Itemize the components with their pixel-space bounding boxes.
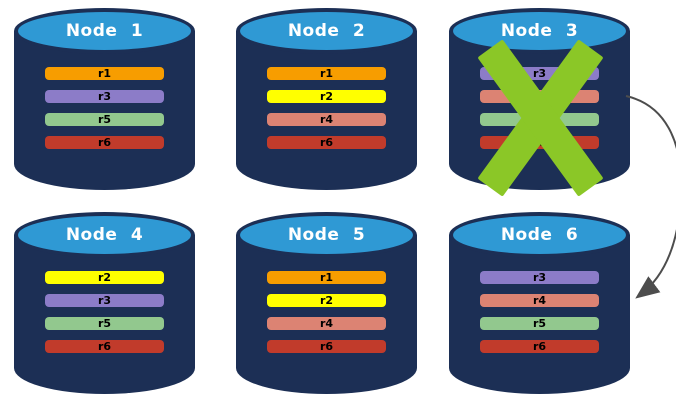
cylinder-body — [236, 31, 417, 190]
cylinder-body — [236, 235, 417, 394]
replica-bar-r1: r1 — [45, 67, 164, 80]
replica-bar-r5: r5 — [480, 113, 599, 126]
replica-list: r1 r3 r5 r6 — [45, 67, 164, 159]
node-title: Node 3 — [500, 21, 579, 41]
cylinder-top: Node 5 — [236, 212, 417, 258]
node-title: Node 4 — [65, 225, 144, 245]
replica-bar-r4: r4 — [480, 90, 599, 103]
node-2: Node 2 r1 r2 r4 r6 — [236, 8, 417, 190]
cylinder-top: Node 6 — [449, 212, 630, 258]
replica-bar-r6: r6 — [480, 340, 599, 353]
node-4: Node 4 r2 r3 r5 r6 — [14, 212, 195, 394]
replica-bar-r2: r2 — [267, 90, 386, 103]
node-1: Node 1 r1 r3 r5 r6 — [14, 8, 195, 190]
replica-bar-r3: r3 — [45, 294, 164, 307]
replica-bar-r6: r6 — [267, 340, 386, 353]
replica-bar-r5: r5 — [480, 317, 599, 330]
cylinder-body — [14, 235, 195, 394]
cylinder-body — [14, 31, 195, 190]
replica-bar-r3: r3 — [480, 271, 599, 284]
cylinder-top: Node 2 — [236, 8, 417, 54]
replica-bar-r6: r6 — [45, 136, 164, 149]
node-title: Node 5 — [287, 225, 366, 245]
replica-bar-r3: r3 — [480, 67, 599, 80]
replica-list: r1 r2 r4 r6 — [267, 271, 386, 363]
cylinder-body — [449, 235, 630, 394]
cylinder-top: Node 3 — [449, 8, 630, 54]
node-title: Node 1 — [65, 21, 144, 41]
replica-bar-r2: r2 — [267, 294, 386, 307]
replica-bar-r4: r4 — [480, 294, 599, 307]
node-title: Node 2 — [287, 21, 366, 41]
node-title: Node 6 — [500, 225, 579, 245]
cylinder-top: Node 4 — [14, 212, 195, 258]
replica-list: r3 r4 r5 r6 — [480, 67, 599, 159]
replica-bar-r6: r6 — [45, 340, 164, 353]
replica-bar-r6: r6 — [267, 136, 386, 149]
replica-bar-r4: r4 — [267, 113, 386, 126]
replica-bar-r5: r5 — [45, 317, 164, 330]
cylinder-top: Node 1 — [14, 8, 195, 54]
replica-list: r3 r4 r5 r6 — [480, 271, 599, 363]
replica-list: r2 r3 r5 r6 — [45, 271, 164, 363]
replica-bar-r3: r3 — [45, 90, 164, 103]
replica-bar-r1: r1 — [267, 271, 386, 284]
replica-list: r1 r2 r4 r6 — [267, 67, 386, 159]
replica-bar-r5: r5 — [45, 113, 164, 126]
failover-arrow-path — [625, 95, 676, 299]
node-3: Node 3 r3 r4 r5 r6 — [449, 8, 630, 197]
replica-bar-r6: r6 — [480, 136, 599, 149]
replica-bar-r1: r1 — [267, 67, 386, 80]
node-6: Node 6 r3 r4 r5 r6 — [449, 212, 630, 394]
replica-bar-r4: r4 — [267, 317, 386, 330]
replica-bar-r2: r2 — [45, 271, 164, 284]
node-5: Node 5 r1 r2 r4 r6 — [236, 212, 417, 394]
